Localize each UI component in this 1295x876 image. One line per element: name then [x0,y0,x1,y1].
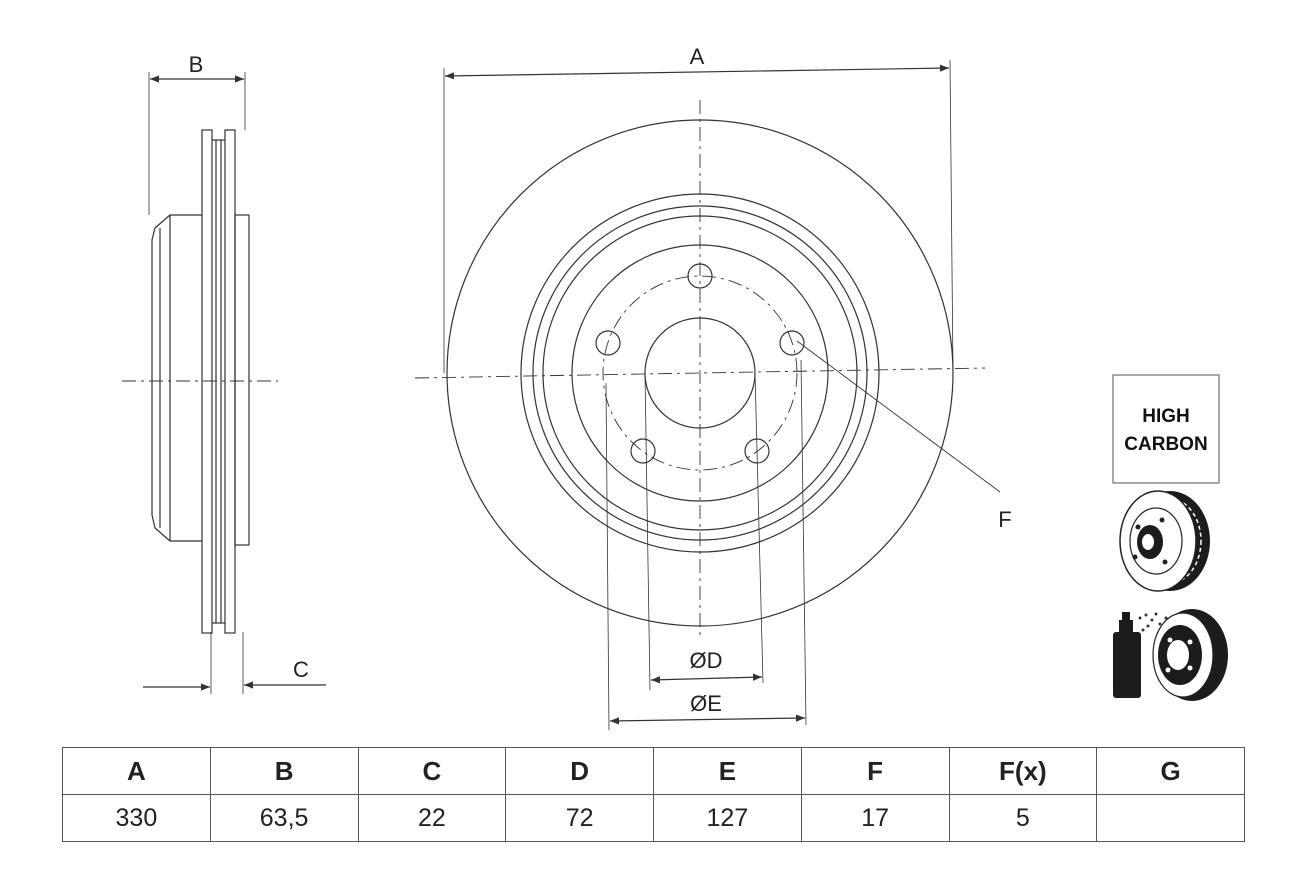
dimension-a-label: A [690,44,705,69]
header-cell-f: F [800,747,950,795]
vented-disc-icon [1119,490,1210,592]
header-cell-d: D [505,747,654,795]
header-cell-e: E [653,747,802,795]
dimension-d-label: ØD [690,648,723,673]
header-cell-fx: F(x) [948,747,1098,795]
dimension-b-label: B [189,52,204,77]
header-cell-a: A [62,747,211,795]
value-cell-a: 330 [62,794,211,842]
high-carbon-badge [1112,374,1220,484]
coated-disc-spray-icon [1113,609,1228,701]
dimension-e-label: ØE [690,691,722,716]
spec-table: A B C D E F F(x) G 330 63,5 22 72 127 17… [62,747,1245,842]
value-cell-b: 63,5 [209,794,359,842]
header-cell-b: B [209,747,359,795]
dimension-c-label: C [293,657,309,682]
badge-line1: HIGH [1142,406,1190,427]
dimension-f-label: F [998,507,1011,532]
value-cell-g [1096,794,1245,842]
value-cell-e: 127 [653,794,802,842]
table-values-row: 330 63,5 22 72 127 17 5 [62,794,1245,842]
header-cell-g: G [1096,747,1245,795]
badge-line2: CARBON [1124,434,1207,455]
header-cell-c: C [357,747,507,795]
value-cell-f: 17 [800,794,950,842]
value-cell-c: 22 [357,794,507,842]
table-header-row: A B C D E F F(x) G [62,747,1245,795]
side-view [122,72,326,694]
front-view [414,59,1001,731]
value-cell-d: 72 [505,794,654,842]
value-cell-fx: 5 [948,794,1098,842]
